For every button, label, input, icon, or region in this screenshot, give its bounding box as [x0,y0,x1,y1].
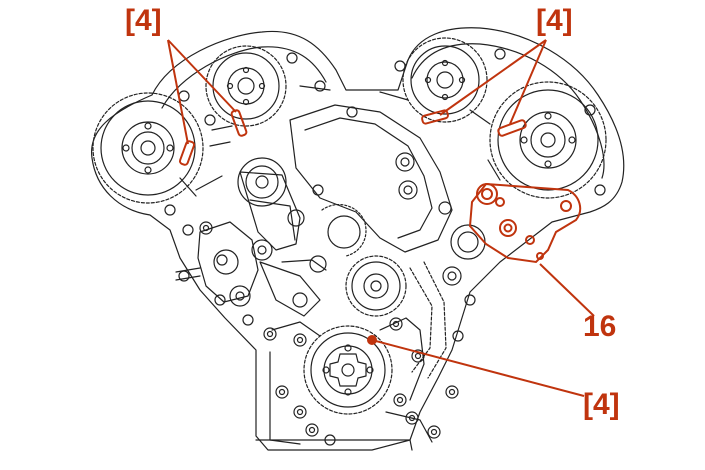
engine-line-art [90,27,625,451]
locking-pin-left-upper [230,109,248,137]
oil-pan-edge [255,439,413,451]
leader-lines [167,39,595,397]
right-idler [442,224,486,286]
callout-label-bottom-right: [4] [583,388,620,421]
right-cam-pulley [489,81,607,199]
cover-inner-line [161,43,605,179]
tensioner-assembly [237,157,305,261]
leader-tl-a [167,39,189,145]
left-upper-pulley [205,45,287,127]
locking-pin-right-upper [421,109,449,125]
central-block-inner [304,117,433,239]
left-lower-mechanism [175,221,327,317]
bracket-16 [468,182,582,264]
bolts [164,48,606,446]
leader-tr-b [509,39,547,125]
timing-belt-right [409,261,447,379]
middle-gears [321,203,407,317]
highlight-marks [178,109,582,345]
callout-label-top-right: [4] [536,4,573,37]
crankshaft-pulley [303,325,393,415]
left-cam-pulley [92,92,204,204]
leader-16 [539,263,595,317]
callout-label-part-16: 16 [583,310,617,343]
callout-label-top-left: [4] [125,4,162,37]
lower-housing [269,317,433,445]
leader-br [371,339,585,397]
leader-tl-b [167,39,237,113]
detail-lines [179,85,501,197]
central-block [289,104,453,253]
engine-outline [90,27,625,451]
locking-pin-left-lower [178,140,196,166]
right-upper-pulley [402,37,488,123]
leader-tr-a [439,39,547,116]
